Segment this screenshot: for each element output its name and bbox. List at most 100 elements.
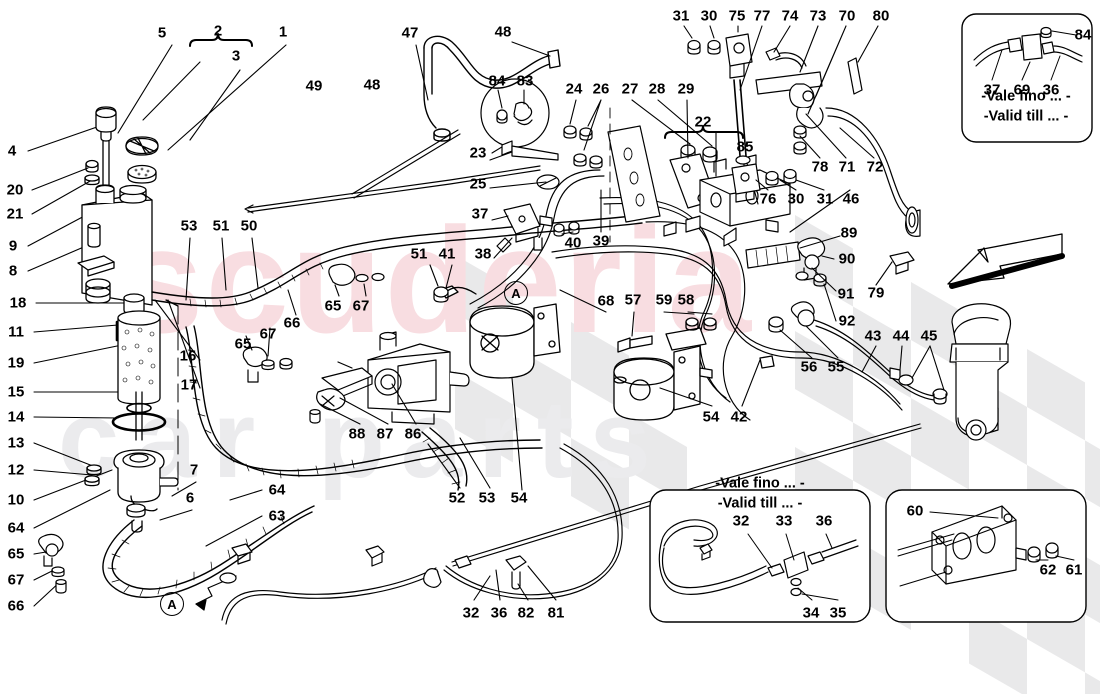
callout-number-91: 91 (837, 285, 855, 303)
regulator-block (489, 151, 602, 259)
callout-number-63: 63 (268, 507, 286, 525)
callout-number-33: 33 (775, 512, 793, 530)
callout-number-3: 3 (231, 47, 241, 65)
callout-number-66: 66 (7, 597, 25, 615)
callout-number-53: 53 (478, 489, 496, 507)
callout-number-25: 25 (469, 175, 487, 193)
callout-number-65: 65 (324, 297, 342, 315)
callout-number-15: 15 (7, 383, 25, 401)
callout-number-8: 8 (8, 262, 18, 280)
callout-number-18: 18 (9, 294, 27, 312)
callout-number-84: 84 (488, 72, 506, 90)
callout-number-59: 59 (655, 291, 673, 309)
callout-number-11: 11 (8, 323, 24, 341)
callout-number-76: 76 (759, 190, 777, 208)
callout-number-5: 5 (157, 24, 167, 42)
callout-number-45: 45 (920, 327, 938, 345)
hydraulic-pump (309, 331, 470, 425)
callout-number-44: 44 (892, 327, 910, 345)
note-line-1: -Vale fino ... - (981, 88, 1071, 105)
callout-number-43: 43 (864, 327, 882, 345)
callout-number-92: 92 (838, 312, 856, 330)
callout-number-31: 31 (816, 190, 834, 208)
reference-mark-A: A (160, 592, 184, 616)
callout-number-89: 89 (840, 224, 858, 242)
callout-number-40: 40 (564, 234, 582, 252)
callout-number-35: 35 (829, 604, 847, 622)
callout-number-24: 24 (565, 80, 583, 98)
callout-number-55: 55 (827, 358, 845, 376)
callout-number-29: 29 (677, 80, 695, 98)
reference-mark-A: A (504, 281, 528, 305)
callout-number-27: 27 (621, 80, 639, 98)
callout-number-36: 36 (1042, 81, 1060, 99)
callout-number-67: 67 (259, 325, 277, 343)
callout-number-32: 32 (732, 512, 750, 530)
actuator-center (439, 285, 561, 491)
bracket-22 (664, 125, 744, 139)
callout-number-73: 73 (809, 7, 827, 25)
callout-number-32: 32 (462, 604, 480, 622)
callout-number-9: 9 (8, 237, 18, 255)
callout-number-41: 41 (438, 245, 456, 263)
callout-number-52: 52 (448, 489, 466, 507)
callout-number-84: 84 (1074, 26, 1092, 44)
callout-number-16: 16 (179, 347, 197, 365)
callout-number-22: 22 (694, 113, 712, 131)
callout-number-36: 36 (815, 512, 833, 530)
callout-number-37: 37 (471, 205, 489, 223)
callout-number-4: 4 (7, 142, 17, 160)
callout-number-50: 50 (240, 217, 258, 235)
callout-number-19: 19 (7, 354, 25, 372)
callout-number-51: 51 (212, 217, 230, 235)
callout-number-77: 77 (753, 7, 771, 25)
callout-number-20: 20 (6, 181, 24, 199)
callout-number-14: 14 (7, 408, 25, 426)
callout-number-30: 30 (787, 190, 805, 208)
callout-number-75: 75 (728, 7, 746, 25)
inset-box-top-right (961, 13, 1093, 143)
callout-number-38: 38 (474, 245, 492, 263)
hose-47 (415, 35, 561, 142)
callout-number-86: 86 (404, 425, 422, 443)
direction-arrow (947, 233, 1065, 289)
callout-number-71: 71 (838, 158, 856, 176)
bracket-2 (189, 33, 253, 47)
callout-number-79: 79 (867, 284, 885, 302)
callout-number-53: 53 (180, 217, 198, 235)
callout-number-54: 54 (510, 489, 528, 507)
note-bottom-mid-inset: -Vale fino ... - -Valid till ... - (715, 474, 804, 513)
note-line-1: -Vale fino ... - (715, 475, 805, 492)
callout-number-34: 34 (802, 604, 820, 622)
callout-number-67: 67 (352, 297, 370, 315)
callout-number-88: 88 (348, 425, 366, 443)
callout-number-68: 68 (597, 292, 615, 310)
detail-bubble-8384 (480, 78, 550, 154)
callout-number-37: 37 (983, 81, 1001, 99)
callout-number-58: 58 (677, 291, 695, 309)
callout-number-81: 81 (547, 604, 565, 622)
callout-number-61: 61 (1065, 561, 1083, 579)
callout-number-47: 47 (401, 24, 419, 42)
callout-number-48: 48 (494, 23, 512, 41)
callout-number-65: 65 (234, 335, 252, 353)
accumulator-right (559, 289, 775, 421)
callout-number-80: 80 (872, 7, 890, 25)
callout-number-64: 64 (7, 519, 25, 537)
callout-number-36: 36 (490, 604, 508, 622)
callout-number-51: 51 (410, 245, 428, 263)
clamps-bottom-left (38, 533, 67, 594)
callout-number-65: 65 (7, 545, 25, 563)
callout-number-78: 78 (811, 158, 829, 176)
callout-number-26: 26 (592, 80, 610, 98)
callout-number-48: 48 (363, 76, 381, 94)
callout-number-2: 2 (213, 22, 223, 40)
callout-number-69: 69 (1013, 81, 1031, 99)
callout-number-49: 49 (305, 77, 323, 95)
damper-unit (949, 303, 1012, 441)
callout-number-1: 1 (278, 23, 288, 41)
callout-number-62: 62 (1039, 561, 1057, 579)
callout-number-57: 57 (624, 291, 642, 309)
